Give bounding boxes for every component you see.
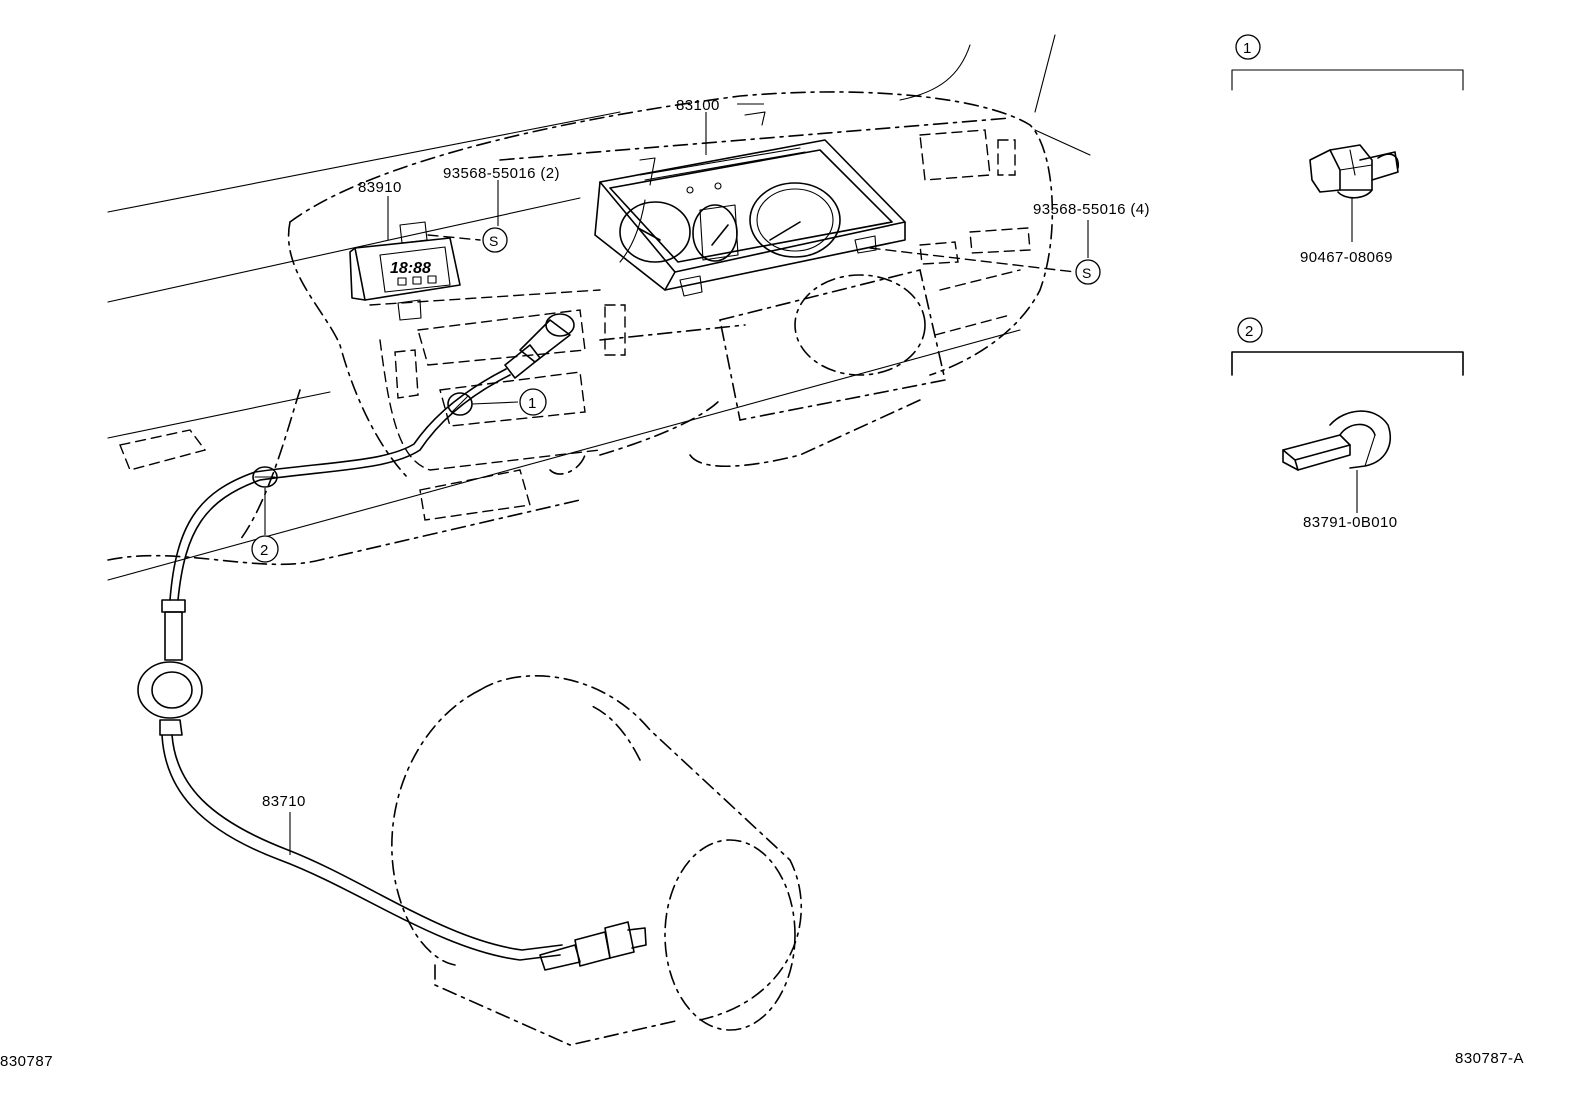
label-83100: 83100 (676, 97, 720, 114)
screw-symbol-left: S (427, 180, 508, 253)
detail-1-number: 1 (1243, 40, 1251, 57)
screw-symbol-right: S (869, 220, 1101, 285)
clamp-83791-0B010[interactable] (1282, 410, 1391, 471)
screw-symbol-right-text: S (1082, 265, 1091, 281)
clamp-location-2: 2 (251, 466, 279, 563)
part-labels: 83100 83910 93568-55016 (2) 93568-55016 … (262, 97, 1150, 855)
clip-90467-08069[interactable] (1309, 144, 1400, 199)
label-83791-0B010: 83791-0B010 (1303, 514, 1397, 531)
callout-1-marker: 1 (528, 395, 536, 412)
detail-2-number: 2 (1245, 323, 1253, 340)
clock-display: 18:88 (390, 260, 431, 277)
drawing-id-left: 830787 (0, 1053, 53, 1070)
detail-1-clip: 1 90467-08069 (1231, 34, 1464, 266)
callout-2-marker: 2 (260, 542, 268, 559)
label-83910: 83910 (358, 179, 402, 196)
combination-meter[interactable] (594, 111, 906, 297)
clock[interactable]: 18:88 (349, 221, 461, 321)
clip-location-1: 1 (447, 388, 547, 416)
label-83710: 83710 (262, 793, 306, 810)
label-90467-08069: 90467-08069 (1300, 249, 1393, 266)
label-93568-55016-4: 93568-55016 (4) (1033, 201, 1150, 218)
screw-symbol-left-text: S (489, 233, 498, 249)
label-93568-55016-2: 93568-55016 (2) (443, 165, 560, 182)
dashboard-outline (107, 34, 1091, 581)
drawing-id-right: 830787-A (1455, 1050, 1524, 1067)
detail-2-clamp: 2 83791-0B010 (1231, 317, 1464, 531)
transmission-outline (391, 675, 803, 1046)
